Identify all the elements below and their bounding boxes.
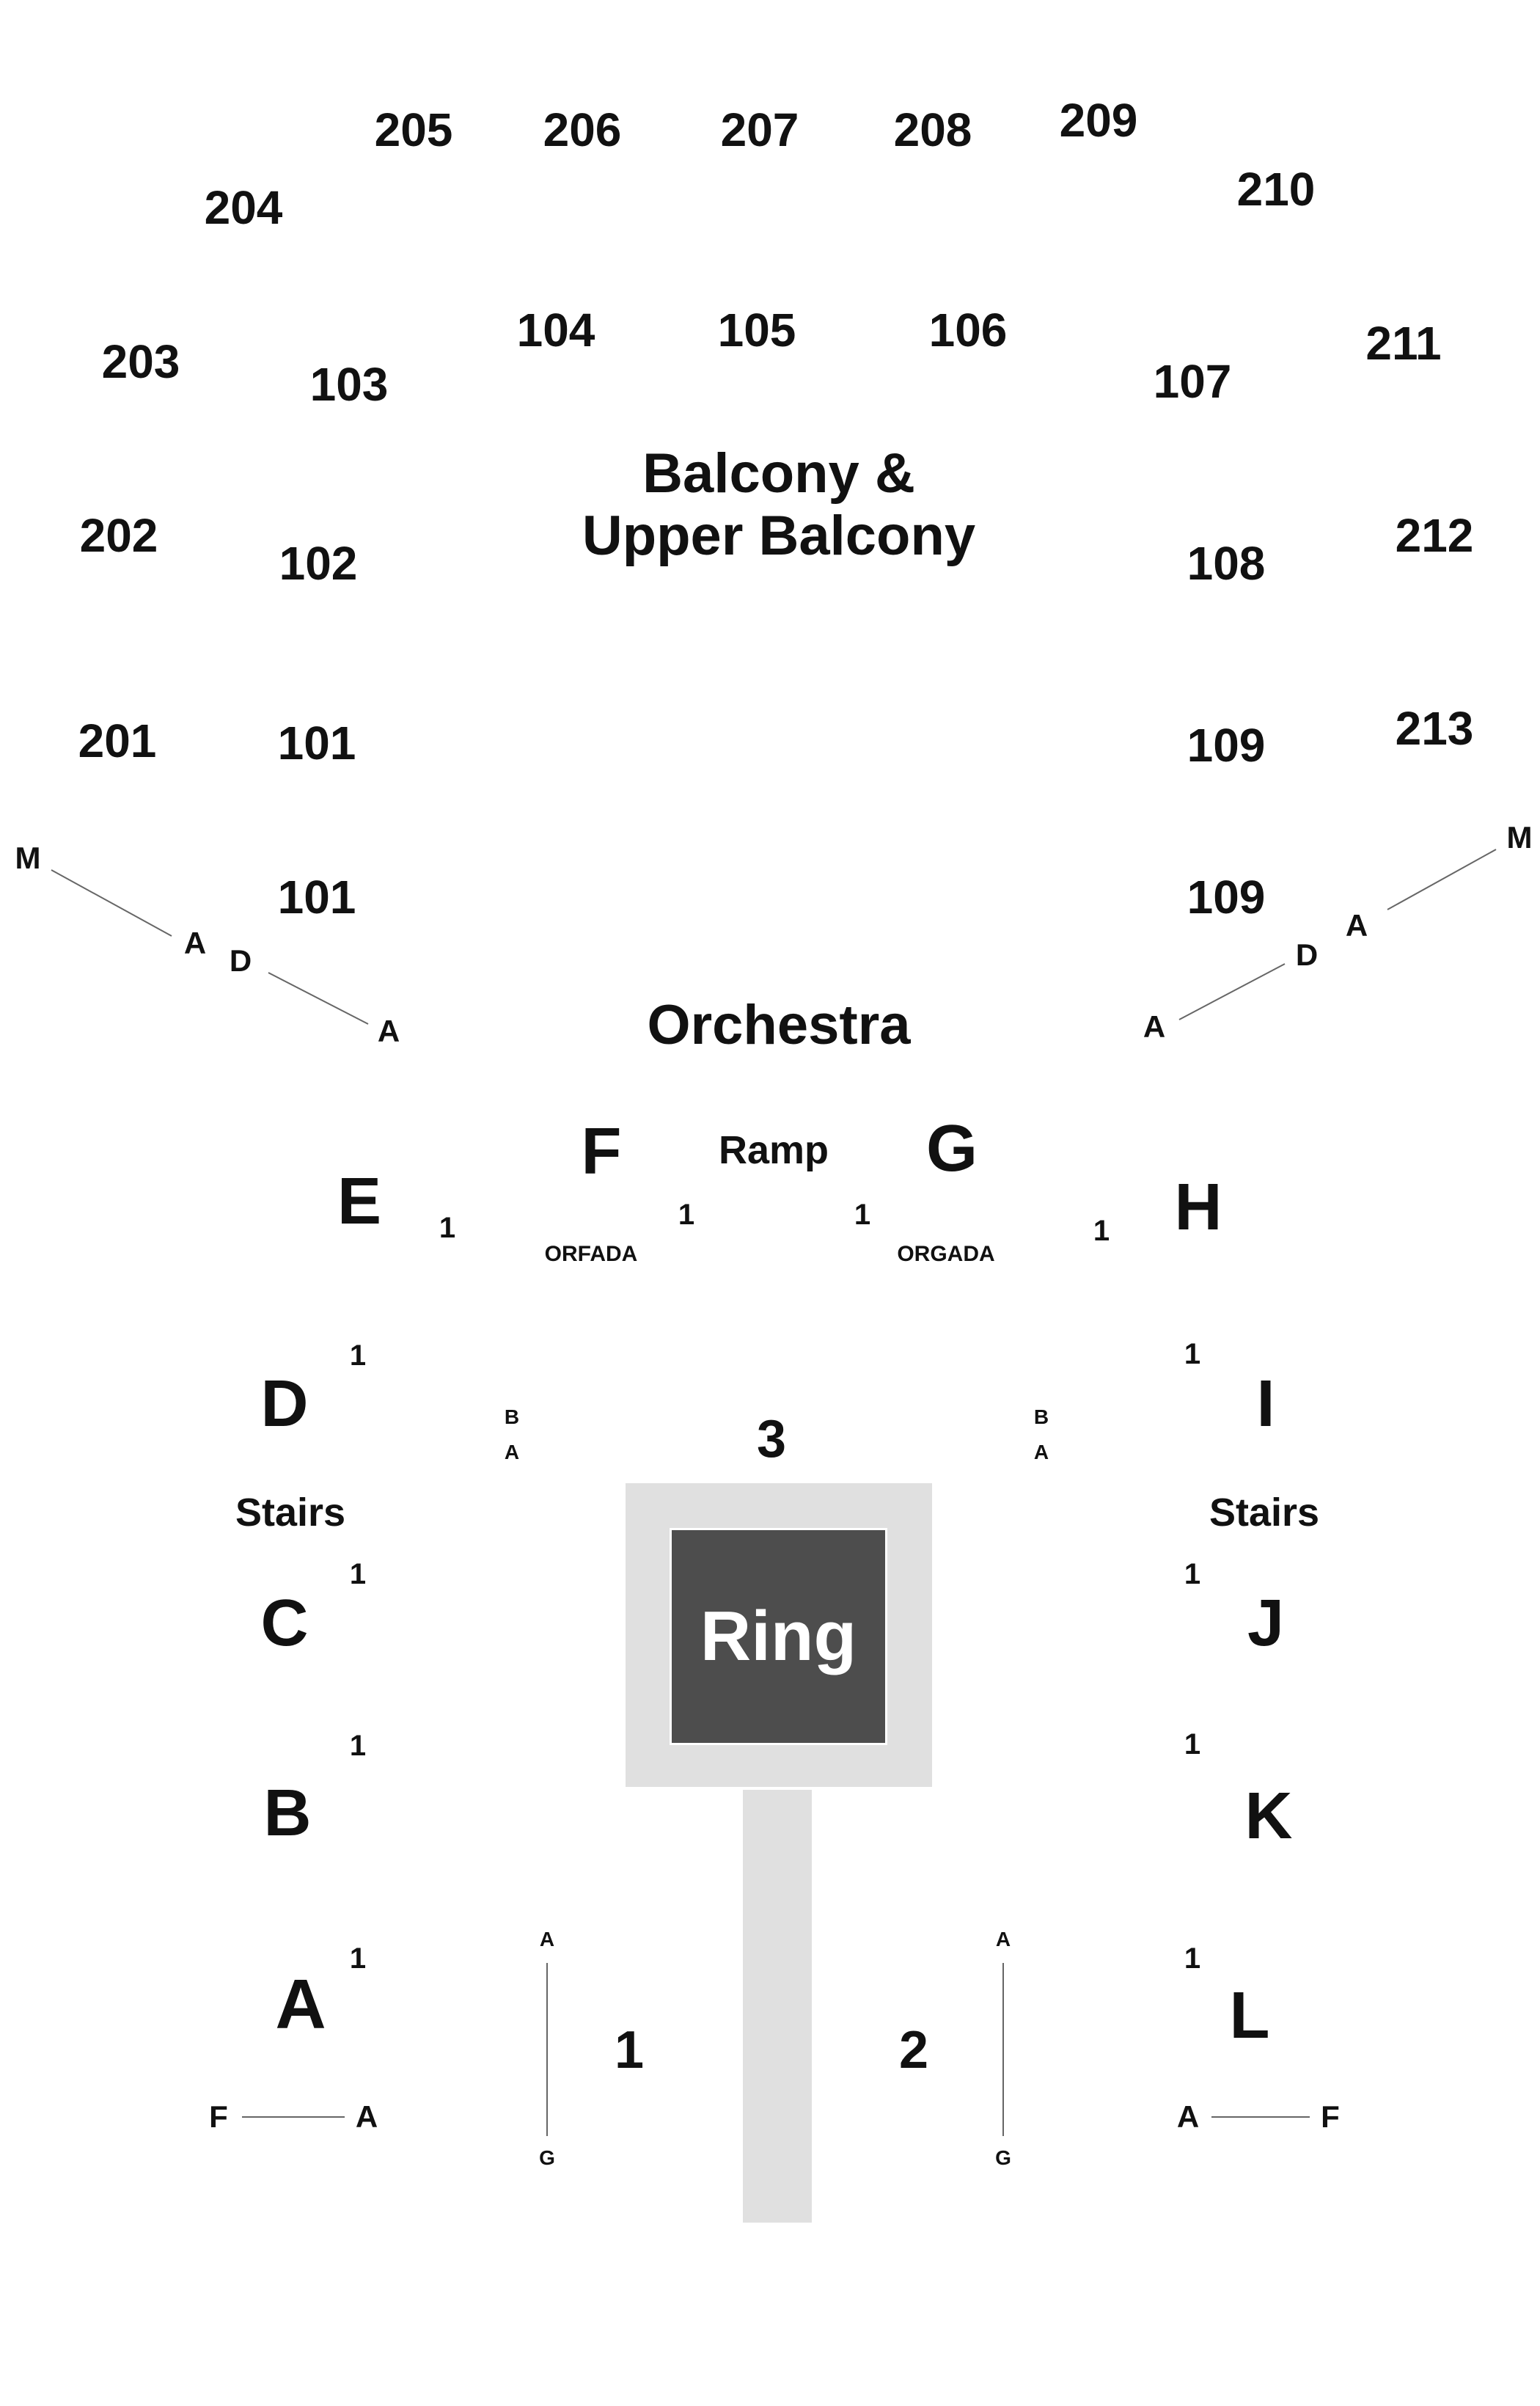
section-208[interactable]: 208	[893, 103, 972, 156]
section-f[interactable]: F	[581, 1115, 622, 1188]
section-1[interactable]: 1	[614, 2021, 645, 2080]
section-211[interactable]: 211	[1365, 317, 1442, 370]
row-marker-sec1-a: A	[539, 1928, 555, 1950]
row-marker-a-right-floor: A	[1176, 2099, 1200, 2134]
stairs-right-label: Stairs	[1209, 1491, 1320, 1535]
section-202[interactable]: 202	[79, 509, 158, 562]
row-marker-m-left: M	[15, 841, 41, 875]
section-e[interactable]: E	[337, 1165, 382, 1238]
section-205[interactable]: 205	[374, 103, 453, 156]
section-107[interactable]: 107	[1153, 355, 1232, 408]
row-marker-d-left: D	[229, 943, 252, 978]
section-109-lower[interactable]: 109	[1187, 871, 1266, 924]
row-marker-sec3-left-b: B	[504, 1405, 520, 1428]
entrance-walkway	[743, 1790, 812, 2223]
row-marker-a-right-lower: A	[1143, 1009, 1166, 1044]
section-k[interactable]: K	[1244, 1780, 1293, 1853]
seat-number-e: 1	[439, 1212, 456, 1244]
section-206[interactable]: 206	[543, 103, 622, 156]
seat-number-b: 1	[349, 1730, 367, 1762]
seat-number-j: 1	[1184, 1558, 1201, 1590]
seat-number-h: 1	[1093, 1215, 1110, 1247]
section-b[interactable]: B	[263, 1777, 312, 1850]
ramp-label: Ramp	[718, 1128, 829, 1172]
section-2[interactable]: 2	[898, 2021, 929, 2080]
seat-number-a: 1	[349, 1942, 367, 1975]
seat-number-g: 1	[854, 1199, 871, 1231]
orgada-label: ORGADA	[897, 1242, 995, 1266]
section-209[interactable]: 209	[1059, 94, 1138, 147]
seat-number-k: 1	[1184, 1728, 1201, 1760]
section-3[interactable]: 3	[756, 1410, 787, 1469]
section-213[interactable]: 213	[1395, 702, 1474, 755]
row-marker-sec3-right-a: A	[1033, 1441, 1049, 1463]
section-c[interactable]: C	[260, 1587, 309, 1660]
section-j[interactable]: J	[1247, 1587, 1285, 1660]
section-105[interactable]: 105	[717, 304, 796, 356]
seat-number-f: 1	[678, 1199, 695, 1231]
row-marker-a-right-upper: A	[1345, 908, 1368, 943]
section-109[interactable]: 109	[1187, 719, 1266, 772]
section-l[interactable]: L	[1229, 1979, 1270, 2052]
section-d[interactable]: D	[260, 1367, 309, 1441]
seat-number-l: 1	[1184, 1942, 1201, 1975]
section-102[interactable]: 102	[279, 537, 358, 590]
balcony-area-title: Balcony & Upper Balcony	[582, 442, 975, 567]
section-207[interactable]: 207	[720, 103, 799, 156]
orfada-label: ORFADA	[544, 1242, 638, 1266]
seat-number-i: 1	[1184, 1338, 1201, 1370]
row-marker-f-left: F	[209, 2099, 228, 2134]
section-101[interactable]: 101	[277, 717, 356, 769]
row-marker-sec3-right-b: B	[1033, 1405, 1049, 1428]
section-a[interactable]: A	[275, 1965, 326, 2044]
section-212[interactable]: 212	[1395, 509, 1474, 562]
orchestra-area-title: Orchestra	[647, 994, 911, 1056]
row-marker-sec3-left-a: A	[504, 1441, 520, 1463]
stairs-left-label: Stairs	[235, 1491, 346, 1535]
row-marker-a-left-floor: A	[355, 2099, 378, 2134]
row-marker-sec2-g: G	[995, 2146, 1011, 2169]
section-101-lower[interactable]: 101	[277, 871, 356, 924]
balcony-title-line1: Balcony &	[642, 442, 915, 505]
seat-number-d: 1	[349, 1339, 367, 1372]
ring: Ring	[670, 1528, 887, 1745]
section-204[interactable]: 204	[204, 181, 283, 234]
section-201[interactable]: 201	[78, 714, 157, 767]
section-106[interactable]: 106	[928, 304, 1008, 356]
row-marker-sec1-g: G	[539, 2146, 555, 2169]
row-marker-m-right: M	[1506, 820, 1533, 855]
row-marker-f-right: F	[1321, 2099, 1340, 2134]
section-104[interactable]: 104	[516, 304, 595, 356]
row-marker-d-right: D	[1295, 937, 1319, 972]
row-marker-a-left-lower: A	[377, 1014, 400, 1048]
section-103[interactable]: 103	[309, 358, 389, 411]
section-h[interactable]: H	[1174, 1171, 1222, 1244]
row-marker-sec2-a: A	[995, 1928, 1011, 1950]
seat-number-c: 1	[349, 1558, 367, 1590]
section-g[interactable]: G	[925, 1112, 978, 1185]
section-203[interactable]: 203	[101, 335, 180, 388]
section-210[interactable]: 210	[1236, 163, 1316, 216]
section-i[interactable]: I	[1256, 1367, 1275, 1441]
ring-label: Ring	[700, 1597, 857, 1675]
section-108[interactable]: 108	[1187, 537, 1266, 590]
row-marker-a-left-upper: A	[183, 926, 207, 960]
balcony-title-line2: Upper Balcony	[582, 505, 976, 567]
